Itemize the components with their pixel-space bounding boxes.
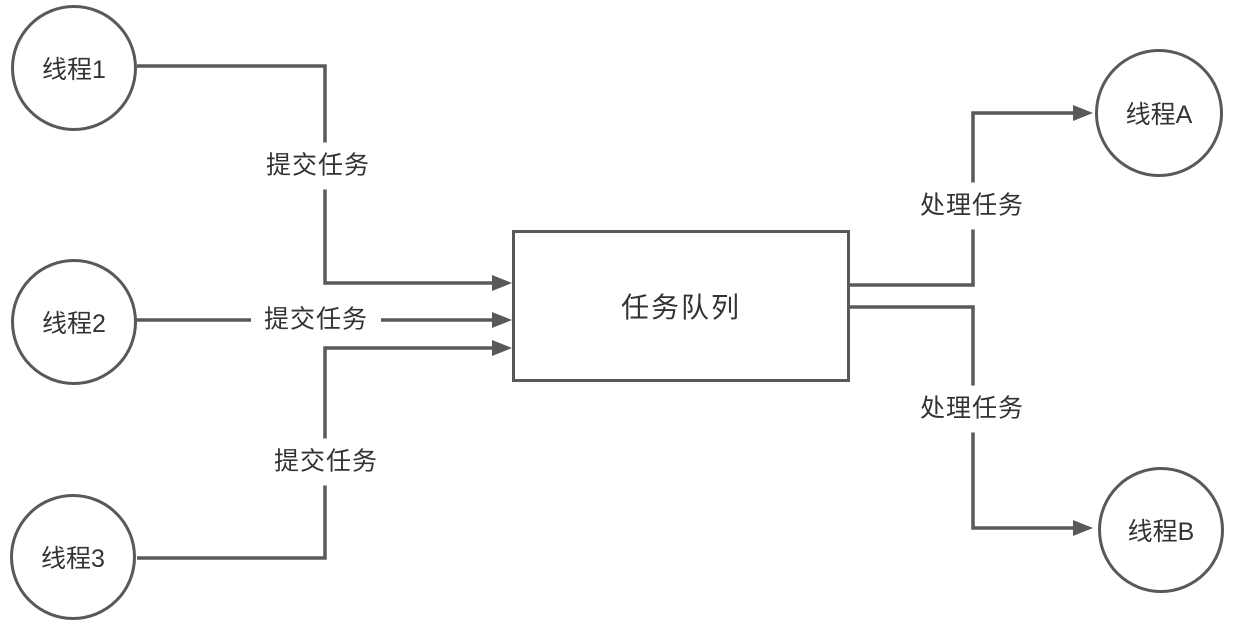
edge-label-submit-thread1: 提交任务 xyxy=(252,142,384,190)
edge-label-submit-thread3: 提交任务 xyxy=(260,438,392,486)
edge-label-process-threadA: 处理任务 xyxy=(906,182,1038,230)
node-thread3: 线程3 xyxy=(10,494,136,620)
node-thread1: 线程1 xyxy=(11,5,137,131)
edge-label-submit-thread2: 提交任务 xyxy=(250,296,382,344)
node-thread1-label: 线程1 xyxy=(42,56,106,84)
arrowhead-queue-to-threadB-icon xyxy=(1073,520,1093,536)
node-threadB: 线程B xyxy=(1098,467,1224,593)
node-threadB-label: 线程B xyxy=(1127,518,1195,546)
node-thread2-label: 线程2 xyxy=(42,310,106,338)
node-task-queue: 任务队列 xyxy=(512,230,850,382)
node-threadA: 线程A xyxy=(1095,49,1223,177)
arrowhead-thread3-to-queue-icon xyxy=(492,340,512,356)
edge-label-process-threadB: 处理任务 xyxy=(906,385,1038,433)
task-queue-label: 任务队列 xyxy=(620,292,741,323)
node-thread3-label: 线程3 xyxy=(41,545,105,573)
node-thread2: 线程2 xyxy=(11,259,137,385)
arrowhead-queue-to-threadA-icon xyxy=(1073,105,1093,121)
arrowhead-thread1-to-queue-icon xyxy=(492,275,512,291)
arrowhead-thread2-to-queue-icon xyxy=(492,312,512,328)
node-threadA-label: 线程A xyxy=(1125,101,1193,129)
